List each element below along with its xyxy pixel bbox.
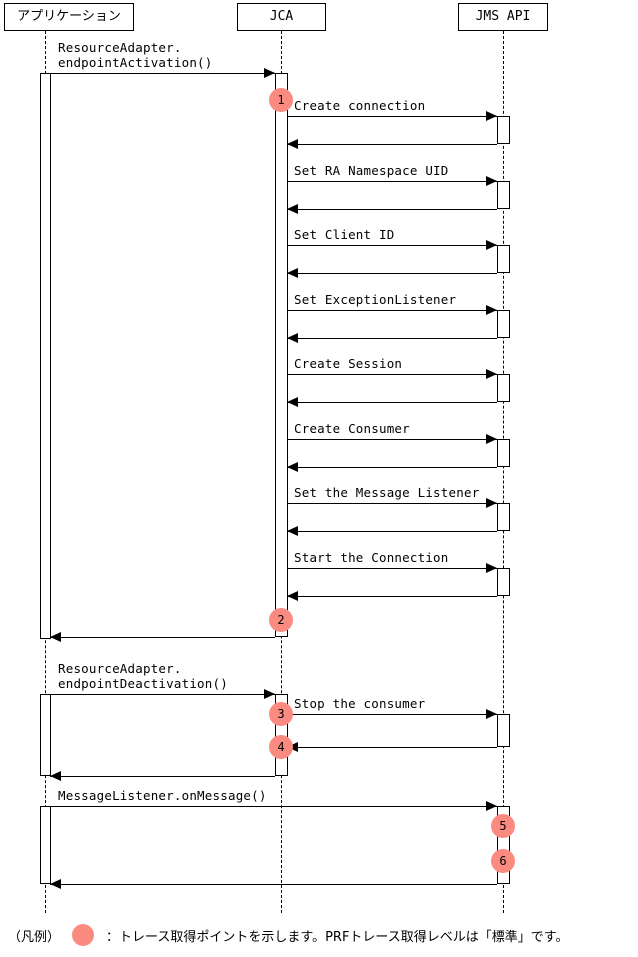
message-line	[287, 531, 497, 532]
message-label: Set ExceptionListener	[294, 292, 457, 307]
activation-bar-jmsapi	[497, 181, 510, 209]
activation-bar-jmsapi	[497, 374, 510, 402]
legend-description: ：トレース取得ポイントを示します。PRFトレース取得レベルは「標準」です。	[106, 929, 569, 945]
message-arrowhead-right	[486, 176, 497, 186]
message-line	[50, 637, 275, 638]
message-line	[50, 884, 497, 885]
message-label: Start the Connection	[294, 550, 449, 565]
legend: （凡例） ：トレース取得ポイントを示します。PRFトレース取得レベルは「標準」で…	[8, 922, 568, 948]
message-line	[50, 73, 275, 74]
message-line	[287, 116, 497, 117]
message-line	[287, 209, 497, 210]
message-label: Create connection	[294, 98, 426, 113]
message-arrowhead-left	[287, 526, 298, 536]
message-line	[287, 467, 497, 468]
message-arrowhead-left	[50, 632, 61, 642]
message-line	[50, 776, 275, 777]
message-arrowhead-left	[50, 879, 61, 889]
message-arrowhead-right	[486, 801, 497, 811]
message-line	[287, 714, 497, 715]
message-arrowhead-right	[264, 68, 275, 78]
message-label: Create Consumer	[294, 421, 410, 436]
message-arrowhead-right	[486, 240, 497, 250]
message-arrowhead-left	[287, 462, 298, 472]
message-line	[50, 694, 275, 695]
activation-bar-jmsapi	[497, 503, 510, 531]
message-label: MessageListener.onMessage()	[58, 788, 267, 803]
trace-point-marker-2: 2	[269, 608, 293, 632]
participant-box-application[interactable]: アプリケーション	[4, 3, 134, 31]
message-label: ResourceAdapter. endpointActivation()	[58, 40, 213, 70]
participant-box-jmsapi[interactable]: JMS API	[458, 3, 548, 31]
trace-point-marker-5: 5	[491, 814, 515, 838]
message-label: Set the Message Listener	[294, 485, 480, 500]
activation-bar-application	[40, 73, 51, 639]
message-line	[287, 181, 497, 182]
activation-bar-application	[40, 806, 51, 884]
message-label: Stop the consumer	[294, 696, 426, 711]
message-line	[287, 310, 497, 311]
message-arrowhead-right	[264, 689, 275, 699]
message-label: ResourceAdapter. endpointDeactivation()	[58, 661, 228, 691]
message-line	[287, 144, 497, 145]
message-line	[287, 596, 497, 597]
message-line	[287, 245, 497, 246]
message-arrowhead-right	[486, 709, 497, 719]
activation-bar-jmsapi	[497, 310, 510, 338]
message-label: Create Session	[294, 356, 403, 371]
trace-point-marker-1: 1	[269, 88, 293, 112]
activation-bar-jmsapi	[497, 439, 510, 467]
message-arrowhead-right	[486, 498, 497, 508]
message-label: Set Client ID	[294, 227, 395, 242]
message-line	[287, 402, 497, 403]
activation-bar-application	[40, 694, 51, 776]
legend-label: （凡例）	[8, 929, 61, 945]
message-line	[287, 568, 497, 569]
participant-box-jca[interactable]: JCA	[237, 3, 326, 31]
message-arrowhead-right	[486, 369, 497, 379]
legend-trace-point-dot-icon	[72, 924, 95, 946]
message-arrowhead-left	[287, 204, 298, 214]
message-line	[287, 338, 497, 339]
activation-bar-jca	[275, 73, 288, 637]
message-arrowhead-right	[486, 563, 497, 573]
trace-point-marker-3: 3	[269, 702, 293, 726]
message-arrowhead-left	[50, 771, 61, 781]
message-line	[287, 747, 497, 748]
activation-bar-jmsapi	[497, 245, 510, 273]
trace-point-marker-4: 4	[269, 735, 293, 759]
lifeline-jmsapi	[503, 31, 504, 913]
message-line	[287, 503, 497, 504]
activation-bar-jmsapi	[497, 568, 510, 596]
message-arrowhead-left	[287, 591, 298, 601]
message-arrowhead-left	[287, 397, 298, 407]
message-line	[287, 374, 497, 375]
activation-bar-jmsapi	[497, 116, 510, 144]
message-line	[287, 439, 497, 440]
message-label: Set RA Namespace UID	[294, 163, 449, 178]
message-arrowhead-left	[287, 139, 298, 149]
message-arrowhead-right	[486, 111, 497, 121]
activation-bar-jmsapi	[497, 714, 510, 747]
message-arrowhead-right	[486, 434, 497, 444]
message-arrowhead-right	[486, 305, 497, 315]
message-arrowhead-left	[287, 268, 298, 278]
message-arrowhead-left	[287, 333, 298, 343]
message-line	[50, 806, 497, 807]
trace-point-marker-6: 6	[491, 849, 515, 873]
message-line	[287, 273, 497, 274]
